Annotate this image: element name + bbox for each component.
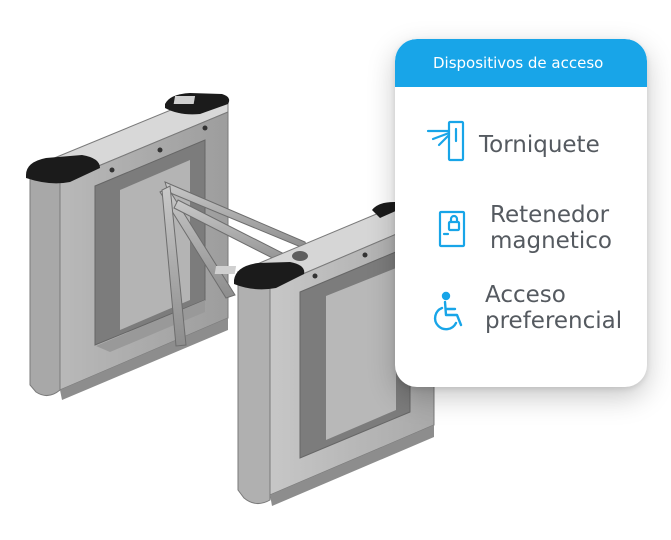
wheelchair-icon xyxy=(433,291,463,331)
right-cabinet xyxy=(214,202,435,506)
turnstile-icon xyxy=(426,120,465,162)
card-header: Dispositivos de acceso xyxy=(395,39,647,87)
magnetic-lock-door-icon xyxy=(438,210,466,248)
item-label-acceso-line1: Acceso xyxy=(485,282,566,308)
list-item-acceso-preferencial: Acceso preferencial xyxy=(395,283,647,339)
item-label-acceso-line2: preferencial xyxy=(485,308,623,334)
list-item-torniquete: Torniquete xyxy=(395,119,647,169)
access-devices-card: Dispositivos de acceso Torniquete Retene… xyxy=(395,39,647,387)
list-item-retenedor-magnetico: Retenedor magnetico xyxy=(395,201,647,257)
item-label-retenedor-line1: Retenedor xyxy=(490,202,610,228)
card-title: Dispositivos de acceso xyxy=(433,54,604,72)
item-label-torniquete: Torniquete xyxy=(479,132,600,158)
item-label-retenedor-line2: magnetico xyxy=(490,228,612,254)
